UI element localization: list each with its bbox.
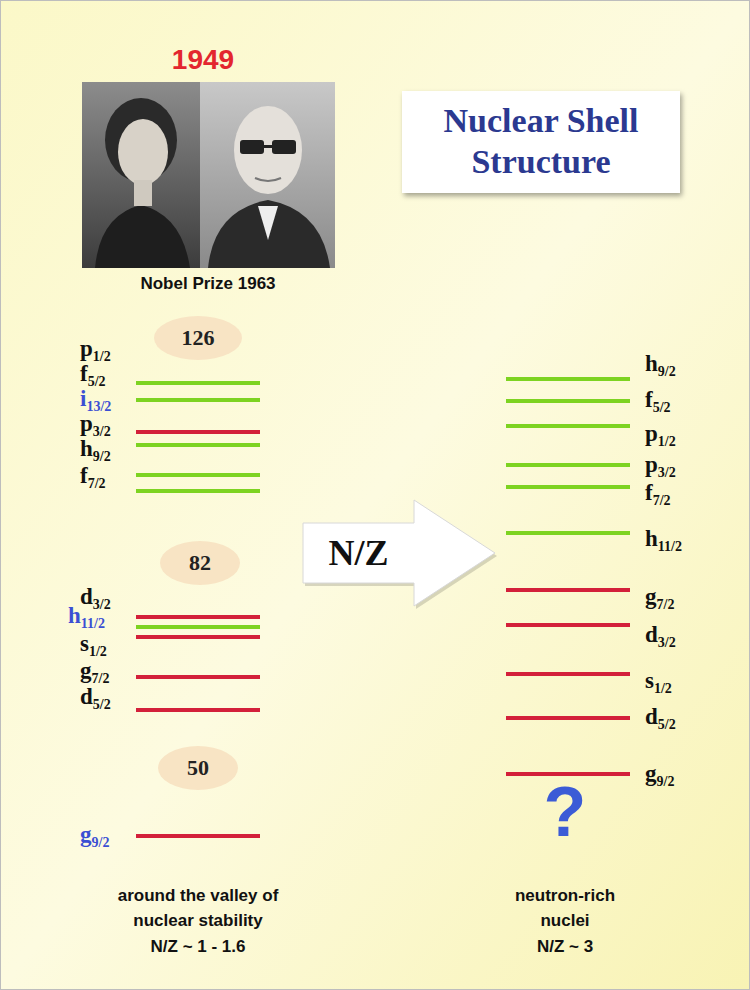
level-lines-right [506, 379, 630, 774]
orbital-label: d5/2 [645, 705, 676, 732]
ratio-caption: N/Z ~ 1 - 1.6 [151, 934, 246, 959]
level-line [136, 625, 260, 629]
photo-glasses [262, 145, 274, 148]
title-text: Nuclear Shell Structure [414, 101, 668, 183]
orbital-label: d3/2 [80, 585, 111, 612]
level-line [506, 623, 630, 627]
level-line [506, 588, 630, 592]
level-line [136, 398, 260, 402]
photo-suit [208, 200, 330, 268]
orbital-label: h9/2 [645, 352, 676, 379]
orbital-label: s1/2 [80, 632, 107, 659]
photo-ground [200, 82, 335, 268]
magic-number: 126 [182, 325, 215, 351]
arrow-label: N/Z [303, 523, 414, 583]
magic-number: 82 [189, 550, 211, 576]
level-line [506, 377, 630, 381]
orbital-label: h11/2 [645, 527, 682, 554]
magic-number-ellipse: 50 [158, 746, 238, 790]
arrow-body [303, 500, 495, 606]
level-line [506, 424, 630, 428]
level-line [136, 635, 260, 639]
orbital-label: p1/2 [645, 422, 676, 449]
orbital-label: h9/2 [80, 437, 111, 464]
level-line [506, 399, 630, 403]
photo-dress [95, 205, 190, 268]
photo-mouth [255, 178, 281, 181]
year-label: 1949 [172, 44, 234, 76]
photo-glasses [272, 140, 296, 154]
orbital-label: f7/2 [645, 481, 671, 508]
magic-number: 50 [187, 755, 209, 781]
photo-shirt [258, 206, 278, 240]
orbital-label: d3/2 [645, 623, 676, 650]
orbital-label: g9/2 [645, 762, 674, 789]
level-line [506, 485, 630, 489]
level-line [506, 716, 630, 720]
photo-head [234, 106, 302, 194]
question-mark: ? [544, 777, 587, 847]
prize-caption: Nobel Prize 1963 [140, 274, 275, 294]
level-line [136, 834, 260, 838]
level-line [136, 489, 260, 493]
level-line [136, 473, 260, 477]
orbital-label: g9/2 [80, 823, 109, 850]
level-line [506, 672, 630, 676]
orbital-label: i13/2 [80, 387, 111, 414]
orbital-label: g7/2 [80, 659, 109, 686]
title-box: Nuclear Shell Structure [402, 91, 680, 193]
ratio-caption: N/Z ~ 3 [537, 934, 593, 959]
orbital-label: p3/2 [80, 412, 111, 439]
photo-ground [82, 82, 200, 268]
region-caption: around the valley of nuclear stability [106, 883, 291, 933]
photo-glasses [240, 140, 264, 154]
portrait-right [200, 82, 335, 268]
level-line [506, 772, 630, 776]
level-lines-left [136, 383, 260, 836]
orbital-label: g7/2 [645, 585, 674, 612]
level-line [136, 443, 260, 447]
orbital-label: p3/2 [645, 453, 676, 480]
level-line [136, 708, 260, 712]
level-line [136, 675, 260, 679]
region-caption: neutron-rich nuclei [490, 883, 640, 933]
orbital-label: f7/2 [80, 464, 106, 491]
level-line [136, 430, 260, 434]
arrow-shape: N/Z [303, 500, 495, 606]
level-line [506, 463, 630, 467]
orbital-label: s1/2 [645, 669, 672, 696]
level-line [136, 381, 260, 385]
orbital-label: h11/2 [68, 604, 105, 631]
orbital-label: d5/2 [80, 685, 111, 712]
photo-face [118, 119, 168, 185]
orbital-label: f5/2 [645, 388, 671, 415]
photo-neck [134, 180, 152, 206]
magic-number-ellipse: 126 [154, 316, 242, 360]
level-line [506, 531, 630, 535]
level-line [136, 615, 260, 619]
portrait-left [82, 82, 200, 268]
orbital-label: f5/2 [80, 362, 106, 389]
magic-number-ellipse: 82 [160, 541, 240, 585]
orbital-label: p1/2 [80, 337, 111, 364]
